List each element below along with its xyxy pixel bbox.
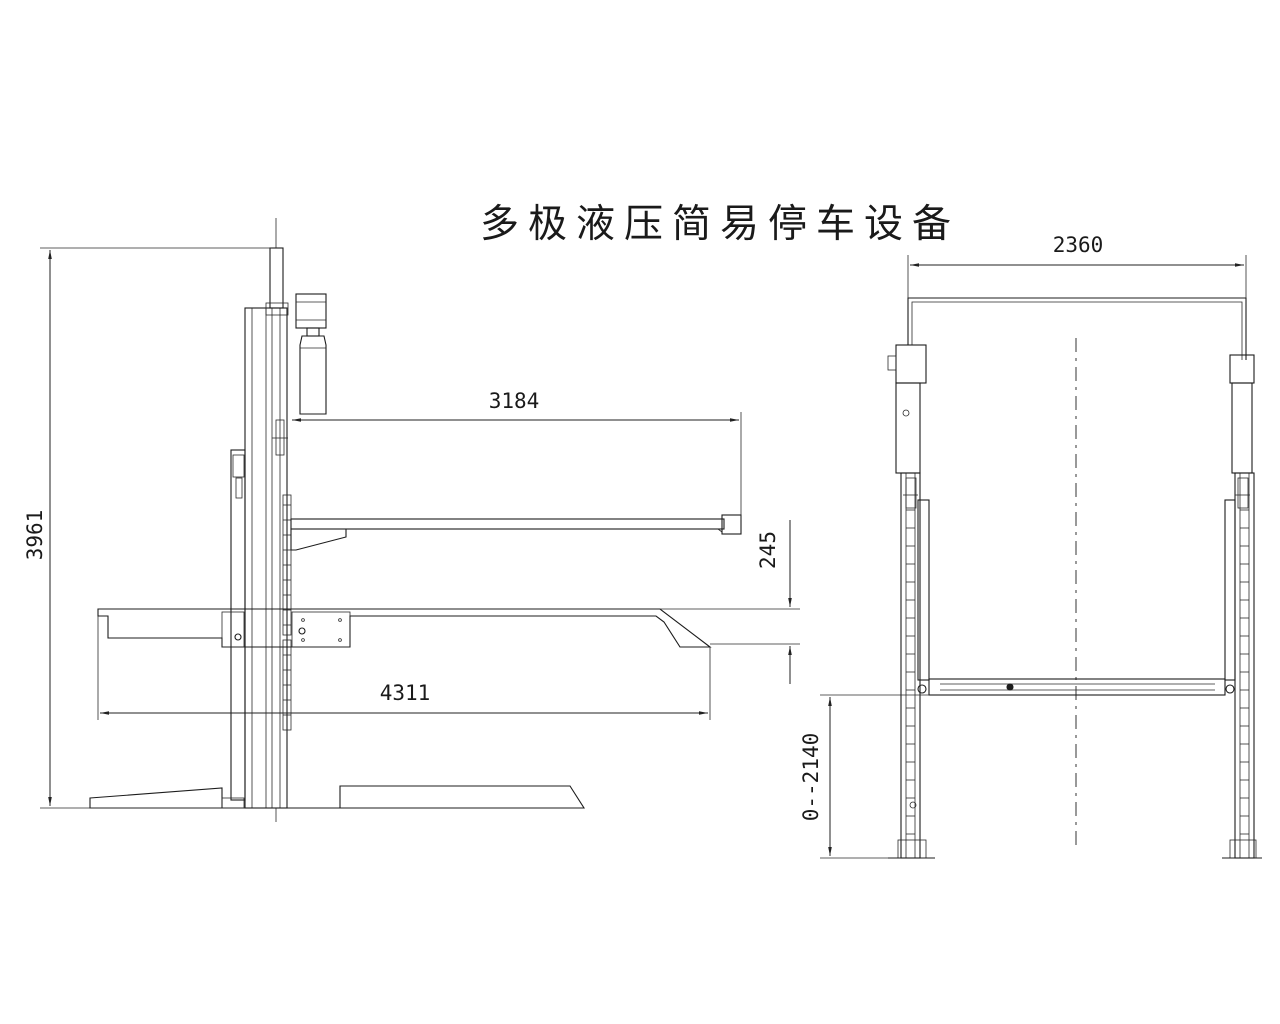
side-view: 3961 3184 245 4311 — [23, 218, 800, 822]
dim-platform-length: 4311 — [97, 616, 711, 720]
top-beam — [907, 297, 1247, 360]
left-column — [887, 344, 935, 859]
right-column — [1222, 354, 1262, 859]
dim-gap-label: 245 — [756, 531, 780, 569]
dim-gap: 245 — [660, 520, 800, 684]
dim-lift-range-label: 0--2140 — [799, 733, 823, 822]
front-view: 2360 0--2140 — [799, 233, 1262, 859]
dim-overall-width: 2360 — [907, 233, 1247, 298]
front-platform — [917, 678, 1235, 696]
side-column — [230, 218, 289, 822]
side-base — [89, 785, 586, 809]
dim-upper-arm-label: 3184 — [489, 389, 540, 413]
drawing-title: 多极液压简易停车设备 — [480, 202, 961, 247]
side-ladder — [282, 494, 292, 731]
motor-icon — [295, 293, 327, 415]
side-platform — [97, 608, 712, 648]
dim-total-height: 3961 — [23, 247, 272, 809]
upper-arm — [290, 514, 742, 551]
dim-platform-length-label: 4311 — [380, 681, 431, 705]
dim-upper-arm: 3184 — [292, 389, 742, 520]
dim-overall-width-label: 2360 — [1053, 233, 1104, 257]
dim-lift-range: 0--2140 — [799, 694, 929, 859]
dim-total-height-label: 3961 — [23, 510, 47, 561]
